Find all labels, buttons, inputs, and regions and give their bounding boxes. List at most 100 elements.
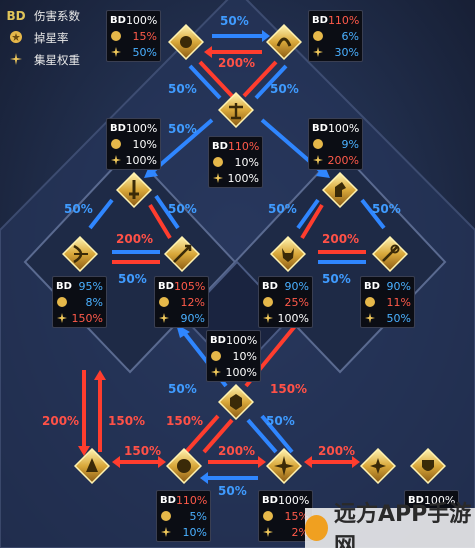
stat-key: BD [56, 280, 72, 292]
shielder-node-icon[interactable] [168, 24, 204, 60]
stat-weight: 100% [277, 311, 309, 325]
stat-bd: 105% [173, 279, 206, 293]
wolf-node-icon[interactable] [270, 236, 306, 272]
stat-weight: 150% [71, 311, 103, 325]
stat-weight: 90% [180, 311, 205, 325]
coin-star-icon [210, 350, 222, 362]
arrow-label: 50% [118, 272, 147, 286]
coin-star-icon [56, 296, 68, 308]
sparkle-star-icon [158, 312, 170, 324]
balance-node-icon[interactable] [218, 92, 254, 128]
staff-node-icon[interactable] [372, 236, 408, 272]
rider-node-icon[interactable] [322, 172, 358, 208]
stat-bd: 95% [78, 279, 103, 293]
stat-drop: 10% [232, 349, 257, 363]
legend: BD 伤害系数 掉星率 集星权重 [4, 6, 104, 72]
stat-key: BD [408, 494, 424, 506]
arrow-label: 50% [168, 82, 197, 96]
arrow-label: 50% [266, 414, 295, 428]
beast-node-icon[interactable] [166, 448, 202, 484]
lancer-node-icon[interactable] [164, 236, 200, 272]
stat-drop: 15% [132, 29, 157, 43]
arrow-label: 150% [270, 382, 308, 396]
top-arrows [144, 30, 330, 178]
arrow-label: 50% [322, 272, 351, 286]
sparkle-node-icon[interactable] [360, 448, 396, 484]
star-burst-node-icon[interactable] [266, 448, 302, 484]
stat-key: BD [110, 14, 126, 26]
coin-star-icon [110, 138, 122, 150]
stat-weight: 2% [291, 525, 309, 539]
arrow-label: 200% [318, 444, 356, 458]
stat-bd: 100% [327, 121, 360, 135]
legend-drop-label: 掉星率 [34, 31, 69, 45]
avenger-node-icon[interactable] [74, 448, 110, 484]
arrow-label: 50% [168, 122, 197, 136]
arrow-label: 150% [124, 444, 162, 458]
bottom-arrows [112, 456, 360, 484]
shield-node-icon[interactable] [410, 448, 446, 484]
sparkle-star-icon [312, 46, 324, 58]
legend-row-drop: 掉星率 [4, 28, 104, 48]
stat-weight: 10% [182, 525, 207, 539]
arrow-label: 200% [116, 232, 154, 246]
stat-key: BD [262, 280, 278, 292]
legend-row-weight: 集星权重 [4, 50, 104, 70]
stat-box-archer: BD 95% 8% 150% [52, 276, 107, 328]
stat-key: BD [158, 280, 174, 292]
stat-key: BD [210, 334, 226, 346]
sparkle-star-icon [364, 312, 376, 324]
stat-bd: 100% [277, 493, 310, 507]
stat-key: BD [364, 280, 380, 292]
sparkle-star-icon [4, 52, 28, 69]
saber-node-icon[interactable] [116, 172, 152, 208]
stat-drop: 15% [284, 509, 309, 523]
coin-star-icon [364, 296, 376, 308]
watermark-logo-icon [305, 515, 329, 541]
arrow-label: 50% [168, 382, 197, 396]
arrow-label: 50% [218, 484, 247, 498]
stat-bd: 100% [125, 13, 158, 27]
stat-drop: 11% [386, 295, 411, 309]
legend-weight-label: 集星权重 [34, 53, 80, 67]
right-group-arrows [296, 198, 386, 264]
coin-star-icon [160, 510, 172, 522]
stat-weight: 100% [227, 171, 259, 185]
stat-drop: 6% [341, 29, 359, 43]
stat-weight: 50% [132, 45, 157, 59]
coin-star-icon [262, 296, 274, 308]
stat-drop: 12% [180, 295, 205, 309]
legend-bd-label: 伤害系数 [34, 9, 80, 23]
arrow-label: 200% [42, 414, 80, 428]
legend-bd-key: BD [6, 9, 26, 23]
arrow-label: 50% [220, 14, 249, 28]
coin-star-icon [212, 156, 224, 168]
stat-bd: 100% [125, 121, 158, 135]
stat-drop: 10% [132, 137, 157, 151]
watermark: 远方APP手游网 [305, 502, 475, 548]
arrow-label: 150% [166, 414, 204, 428]
coin-star-icon [110, 30, 122, 42]
stat-key: BD [312, 122, 328, 134]
sparkle-star-icon [312, 154, 324, 166]
stat-weight: 200% [327, 153, 359, 167]
berserker-node-icon[interactable] [218, 384, 254, 420]
ruler-node-icon[interactable] [266, 24, 302, 60]
stat-key: BD [212, 140, 228, 152]
coin-star-icon [4, 30, 28, 47]
arrow-label: 200% [218, 444, 256, 458]
stat-drop: 8% [85, 295, 103, 309]
arrow-label: 200% [322, 232, 360, 246]
sparkle-star-icon [110, 46, 122, 58]
archer-node-icon[interactable] [62, 236, 98, 272]
stat-drop: 25% [284, 295, 309, 309]
